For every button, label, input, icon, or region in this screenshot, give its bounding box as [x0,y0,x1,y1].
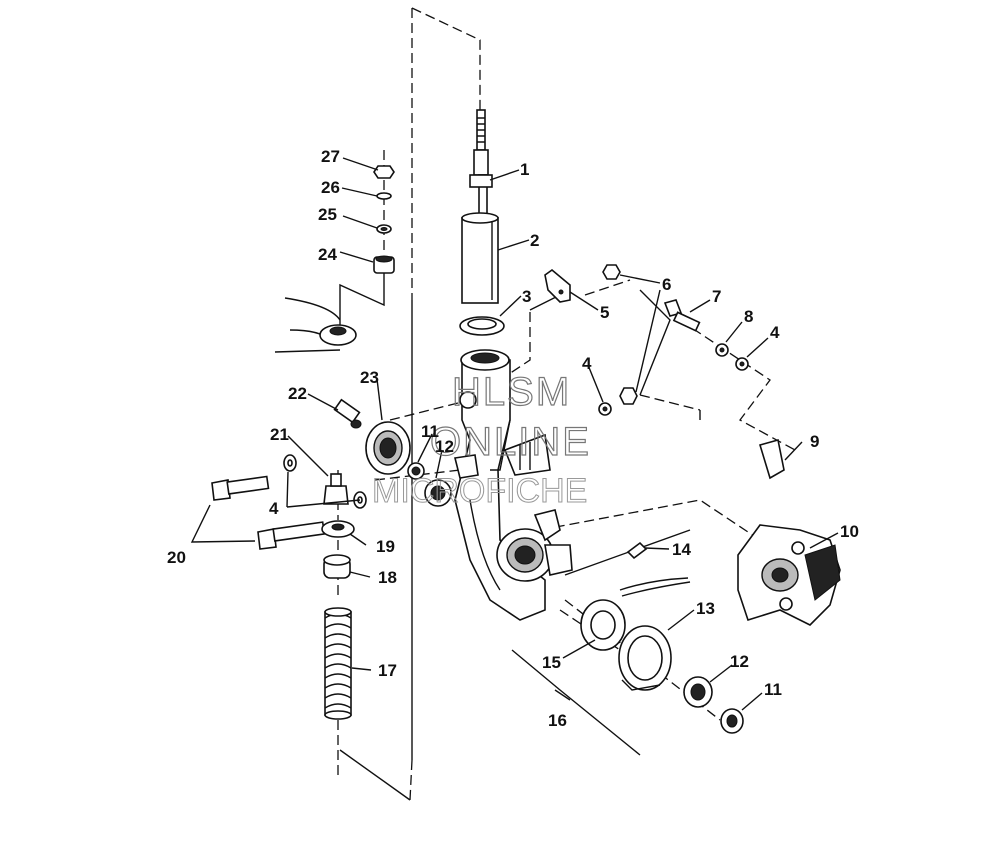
callout-25: 25 [318,205,337,224]
callout-11-lower: 11 [764,680,782,699]
upper-right-hardware [544,264,638,416]
callout-12-lower: 12 [730,652,749,671]
callout-12-upper: 12 [435,437,454,456]
callout-24: 24 [318,245,337,264]
callout-4-right: 4 [770,323,780,342]
callout-27: 27 [321,147,340,166]
callout-19: 19 [376,537,395,556]
callout-4-left: 4 [269,499,279,518]
leader-lines [286,157,839,711]
coil-spring [324,607,352,720]
callout-20: 20 [167,548,186,567]
callout-13: 13 [696,599,715,618]
callout-21: 21 [270,425,289,444]
callout-16: 16 [548,711,567,730]
callout-2: 2 [530,231,539,250]
caliper-bolt [663,299,749,371]
callout-26: 26 [321,178,340,197]
bearing-cup [618,625,672,691]
callout-3: 3 [522,287,531,306]
callout-6: 6 [662,275,671,294]
callout-22: 22 [288,384,307,403]
callout-18: 18 [378,568,397,587]
grease-fittings [323,398,362,505]
callout-15: 15 [542,653,561,672]
callout-11-upper: 11 [421,422,439,441]
watermark-line2: ONLINE [430,420,591,464]
lower-retainer [321,520,355,579]
callout-23: 23 [360,368,379,387]
sensor-wire [619,541,691,597]
mount-hardware-stack [373,165,395,274]
watermark-line1: HLSM [452,370,571,414]
watermark: HLSM ONLINE MICROFICHE [372,369,591,510]
hub-seal [580,599,626,651]
callout-14: 14 [672,540,691,559]
callout-7: 7 [712,287,721,306]
callout-10: 10 [840,522,859,541]
brake-caliper [737,524,841,626]
callout-4-center: 4 [582,354,592,373]
callout-9: 9 [810,432,819,451]
callout-labels: 1 2 3 4 5 6 7 8 4 9 10 14 13 15 12 11 16… [167,147,859,730]
strut-tube [461,212,499,304]
callout-8: 8 [744,307,753,326]
frame-bracket [274,297,357,353]
bolts [190,475,326,550]
outer-bearing-race [683,676,713,708]
upper-bearing [365,421,411,475]
spindle-shaft [469,109,493,221]
watermark-line3: MICROFICHE [372,472,587,510]
inner-bearing-set [407,462,452,507]
seal-ring [459,316,505,336]
callout-17: 17 [378,661,397,680]
spindle-housing [454,349,573,621]
callout-1: 1 [520,160,529,179]
callout-5: 5 [600,303,609,322]
outer-bearing [720,708,744,734]
brake-pad [758,438,785,480]
